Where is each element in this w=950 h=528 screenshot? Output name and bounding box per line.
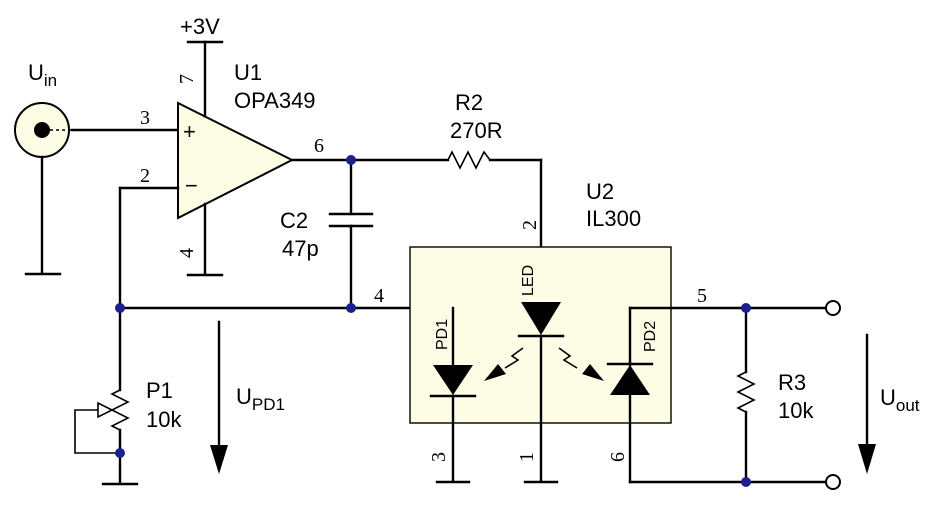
supply-label: +3V [180,14,220,39]
opamp-minus: − [185,173,198,198]
r2-ref: R2 [455,90,483,115]
pd2-label: PD2 [642,321,659,352]
potentiometer-p1 [74,306,139,486]
output-terminal-bottom[interactable] [825,474,841,490]
pin-u1-7: 7 [176,74,198,84]
pd1-label: PD1 [434,319,451,350]
junction-pot-wiper [115,448,125,458]
light-arrow-left [484,347,524,381]
r3-ref: R3 [778,370,806,395]
opamp-plus: + [183,119,196,144]
resistor-r3 [736,306,756,484]
photodiode-pd2 [606,306,654,484]
pin-u2-5: 5 [697,285,707,307]
r3-value: 10k [778,398,814,423]
pin-u1-4: 4 [176,248,198,258]
junction-feedback-c2 [346,303,356,313]
output-terminal-top[interactable] [825,300,841,316]
junction-feedback-left [115,303,125,313]
capacitor-c2 [328,158,374,310]
p1-ref: P1 [146,378,173,403]
led [517,302,565,484]
pin-u2-1: 1 [516,452,538,462]
opamp-u1: + − [177,40,295,277]
u1-ref: U1 [234,60,262,85]
upd1-label: UPD1 [236,384,285,414]
u2-ref: U2 [586,179,614,204]
junction-r3-top [741,303,751,313]
pin-u2-6: 6 [607,452,629,462]
pin-u1-2: 2 [140,165,150,187]
junction-r3-bottom [741,477,751,487]
pin-u2-2: 2 [519,220,541,230]
uout-label: Uout [880,385,920,415]
uout-arrow [858,333,876,474]
upd1-arrow [210,320,228,474]
input-connector [14,102,72,276]
c2-value: 47p [282,236,319,261]
pin-u2-3: 3 [428,452,450,462]
p1-value: 10k [146,407,182,432]
c2-ref: C2 [280,208,308,233]
photodiode-pd1 [429,306,477,484]
uin-label: Uin [28,60,57,90]
u1-part: OPA349 [234,88,316,113]
r2-value: 270R [450,118,503,143]
light-arrow-right [558,347,604,381]
pin-u1-3: 3 [140,107,150,129]
junction-output [346,155,356,165]
pin-u2-4: 4 [374,285,384,307]
led-label: LED [520,265,537,296]
u2-part: IL300 [586,206,641,231]
pin-u1-6: 6 [314,135,324,157]
